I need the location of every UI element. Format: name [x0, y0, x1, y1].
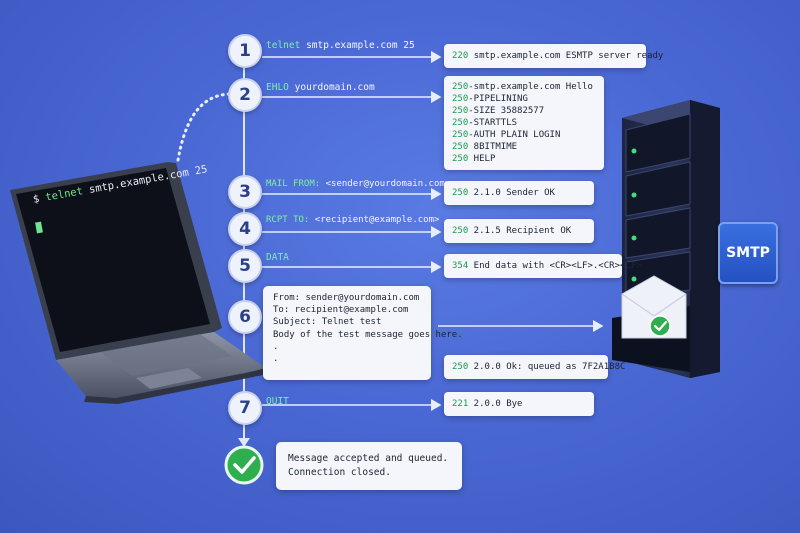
step-4-number: 4 [228, 212, 262, 246]
step-1-number: 1 [228, 34, 262, 68]
message-to-line: To: recipient@example.com [273, 305, 409, 316]
step-6-response: 250 2.0.0 Ok: queued as 7F2A1B8C [444, 355, 625, 379]
final-status-line-2: Connection closed. [288, 467, 391, 478]
laptop [10, 162, 268, 404]
final-status-line-1: Message accepted and queued. [288, 453, 449, 464]
timeline-arrowhead [238, 438, 250, 447]
final-status-box: Message accepted and queued. Connection … [276, 442, 462, 490]
connection-dotted-arc [176, 92, 232, 162]
step-3-response: 250 2.1.0 Sender OK [444, 181, 594, 205]
message-from-line: From: sender@yourdomain.com [273, 293, 420, 303]
step-2-response: 250-smtp.example.com Hello 250-PIPELININ… [444, 76, 604, 170]
final-check-icon [224, 445, 264, 485]
envelope-icon [621, 275, 687, 339]
step-3-number: 3 [228, 175, 262, 209]
message-subject-line: Subject: Telnet test [273, 317, 382, 328]
message-end-dot: . [273, 341, 279, 352]
message-end-dot-2: . [273, 354, 279, 365]
step-7-response: 221 2.0.0 Bye [444, 392, 594, 416]
step-4-response: 250 2.1.5 Recipient OK [444, 219, 594, 243]
step-6-number: 6 [228, 300, 262, 334]
step-3-command: MAIL FROM: <sender@yourdomain.com> [266, 179, 451, 189]
step-2-number: 2 [228, 78, 262, 112]
terminal-prompt: $ [32, 192, 41, 206]
step-1-command: telnet smtp.example.com 25 [266, 40, 415, 51]
step-5-command: DATA [266, 252, 289, 263]
smtp-label: SMTP [718, 222, 778, 284]
step-4-command: RCPT TO: <recipient@example.com> [266, 215, 440, 225]
message-body-line: Body of the test message goes here. [273, 329, 463, 340]
step-1-response: 220 smtp.example.com ESMTP server ready [444, 44, 663, 68]
step-5-response: 354 End data with <CR><LF>.<CR><LF> [444, 254, 642, 278]
step-7-command: QUIT [266, 396, 289, 407]
step-7-number: 7 [228, 391, 262, 425]
step-6-message-body: From: sender@yourdomain.com To: recipien… [263, 286, 463, 380]
step-2-command: EHLO yourdomain.com [266, 82, 375, 93]
step-5-number: 5 [228, 249, 262, 283]
